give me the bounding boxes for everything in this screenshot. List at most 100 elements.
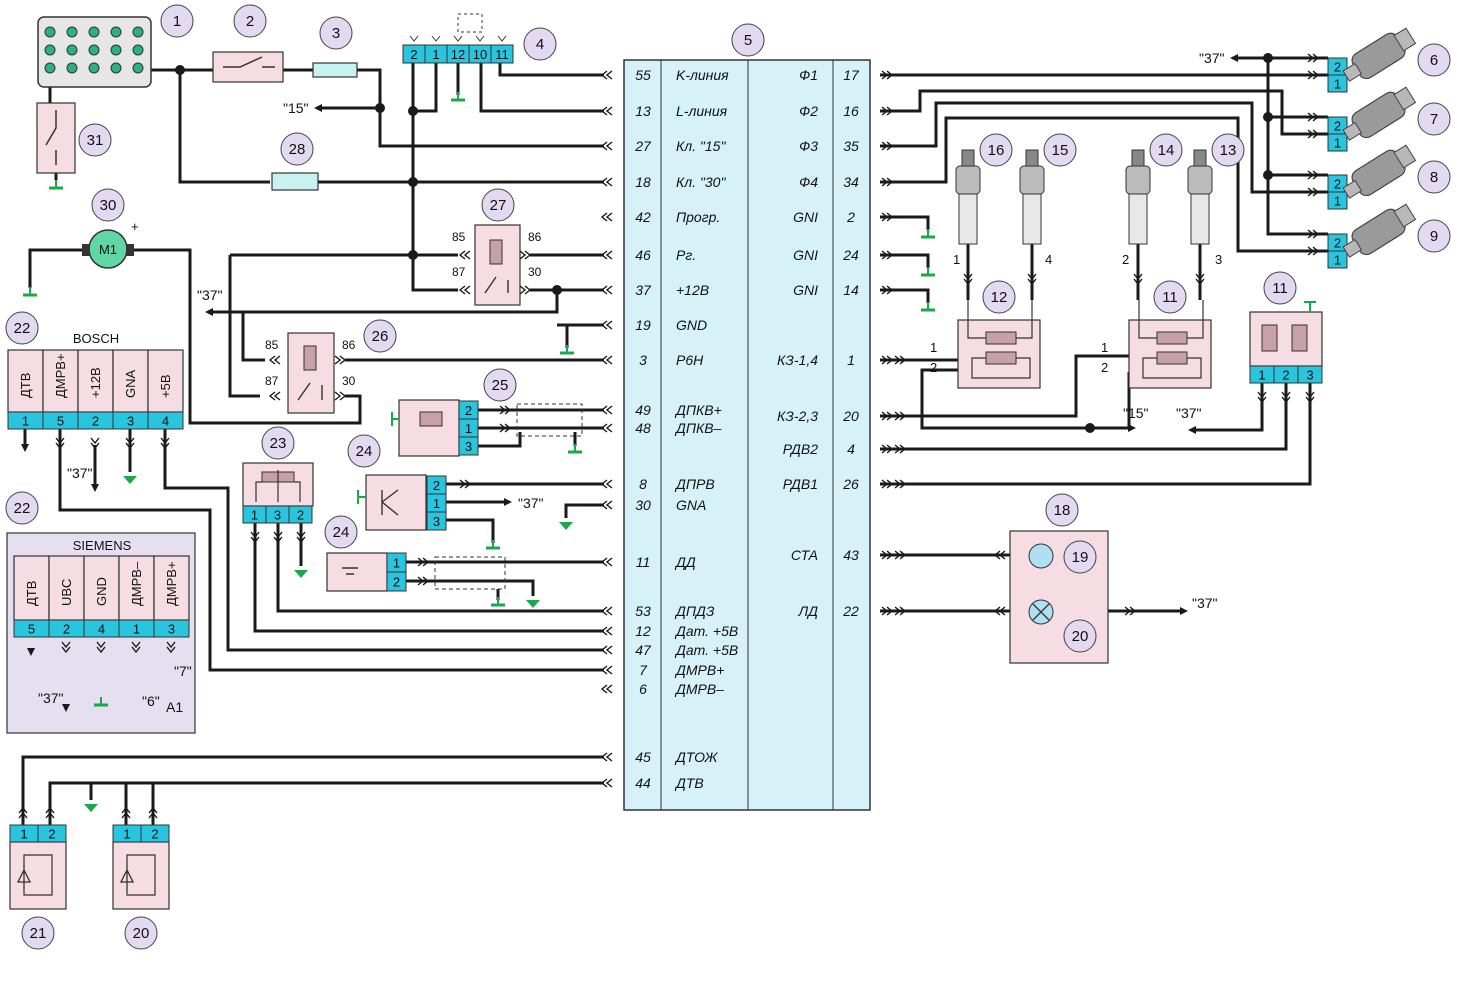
- callout-badge: 27: [481, 188, 515, 222]
- connector-chevron-icon: [417, 557, 430, 567]
- pin-number: 2: [63, 622, 70, 637]
- chevron-stroke: [148, 806, 158, 814]
- chevron-stroke: [121, 806, 131, 814]
- connector-chevron-icon: [881, 606, 894, 616]
- plug-insulator: [1022, 193, 1042, 245]
- plug-wire-number: 4: [1045, 252, 1052, 267]
- chevron-stroke: [886, 106, 894, 116]
- chevron-stroke: [166, 646, 176, 654]
- ecu-pin-number: 55: [635, 67, 651, 83]
- injector-cap: [1393, 27, 1417, 52]
- callout-circle: [1063, 540, 1097, 574]
- shield-dashed: [516, 403, 583, 437]
- chevron-stroke: [881, 250, 889, 260]
- wires: [21, 53, 1328, 825]
- chevron-stroke: [600, 557, 608, 567]
- chevron-stroke: [458, 285, 466, 295]
- ecu-pin-number: 16: [843, 103, 859, 119]
- connector-chevron-icon: [1133, 273, 1143, 286]
- connector-chevron-icon: [45, 806, 55, 819]
- wire: [1266, 58, 1328, 236]
- connector-chevron-icon: [1124, 606, 1137, 616]
- callout-number: 28: [289, 141, 306, 158]
- chevron-stroke: [886, 444, 894, 454]
- chevron-stroke: [899, 444, 907, 454]
- chevron-stroke: [125, 437, 135, 445]
- switch-contact-icon: [88, 26, 100, 38]
- chevron-stroke: [886, 550, 894, 560]
- chevron-stroke: [1312, 229, 1320, 239]
- connector-chevron-icon: [1307, 53, 1320, 63]
- connector-chevron-icon: [881, 212, 894, 222]
- callout-circle: [1263, 271, 1297, 305]
- connector-chevron-icon: [600, 665, 613, 675]
- ground-icon: [921, 267, 935, 277]
- junction-dot: [375, 103, 385, 113]
- chevron-stroke: [899, 411, 907, 421]
- callout-number: 30: [100, 197, 117, 214]
- motor-terminal: [82, 244, 90, 256]
- wire: [880, 89, 1328, 136]
- connector-chevron-icon: [1257, 391, 1267, 404]
- chevron-stroke: [1305, 391, 1315, 399]
- switch-contact-icon: [44, 26, 56, 38]
- plug-terminal: [961, 149, 975, 167]
- crank-sensor-pin: [458, 436, 479, 456]
- chevron-stroke: [96, 646, 106, 654]
- callout-number: 24: [356, 443, 373, 460]
- motor-polarity: +: [131, 219, 139, 234]
- callout-badge: 3: [319, 16, 353, 50]
- chevron-stroke: [55, 442, 65, 450]
- siemens-column: [118, 555, 155, 621]
- temperature-sensor-21: [9, 841, 67, 910]
- plug-insulator: [958, 193, 978, 245]
- callout-badge: 18: [1045, 493, 1079, 527]
- chevron-stroke: [899, 479, 907, 489]
- chevron-stroke: [600, 752, 608, 762]
- ecu-pin-label: ДПРВ: [674, 476, 715, 492]
- ecu-pin-label: GNA: [676, 497, 706, 513]
- junction-dot: [1263, 112, 1273, 122]
- bosch-column: [7, 349, 44, 413]
- chevron-stroke: [899, 550, 907, 560]
- chevron-stroke: [886, 606, 894, 616]
- plug-insulator: [1128, 193, 1148, 245]
- ground-icon: [921, 229, 935, 239]
- connector-chevron-icon: [273, 531, 283, 544]
- chevron-stroke: [605, 250, 613, 260]
- bosch-column-label: GNA: [123, 370, 138, 399]
- chevron-stroke: [334, 355, 342, 365]
- chevron-stroke: [963, 273, 973, 281]
- ecu-pin-number: 45: [635, 749, 651, 765]
- ecu-pin-label: СТА: [791, 547, 818, 563]
- injector-nozzle: [1342, 62, 1363, 82]
- wire: [880, 116, 1328, 253]
- chevron-stroke: [605, 500, 613, 510]
- chevron-stroke: [605, 177, 613, 187]
- chevron-stroke: [524, 285, 532, 295]
- ecu-pin-label: ДПКВ+: [674, 402, 722, 418]
- chevron-stroke: [1307, 129, 1315, 139]
- callout-number: 24: [333, 524, 350, 541]
- pin-number: 1: [20, 827, 27, 842]
- chevron-stroke: [458, 250, 466, 260]
- callout-number: 1: [173, 13, 181, 30]
- chevron-stroke: [886, 285, 894, 295]
- wire: [48, 781, 604, 825]
- connector-chevron-icon: [600, 423, 613, 433]
- chevron-stroke: [250, 531, 260, 539]
- chevron-stroke: [1307, 229, 1315, 239]
- plug-hex: [1187, 165, 1213, 195]
- connector-chevron-icon: [499, 405, 512, 415]
- chevron-stroke: [605, 684, 613, 694]
- chevron-stroke: [45, 806, 55, 814]
- spark-plug-icon: [955, 149, 981, 245]
- switch-contact-icon: [44, 44, 56, 56]
- knock-sensor-23: [326, 552, 388, 592]
- callout-number: 11: [1162, 289, 1178, 306]
- ground-triangle-icon: [294, 570, 308, 578]
- ecu-pin-label: Прогр.: [676, 209, 720, 225]
- chevron-stroke: [894, 411, 902, 421]
- ecu-pin-number: 47: [635, 642, 652, 658]
- wire: [880, 383, 1312, 486]
